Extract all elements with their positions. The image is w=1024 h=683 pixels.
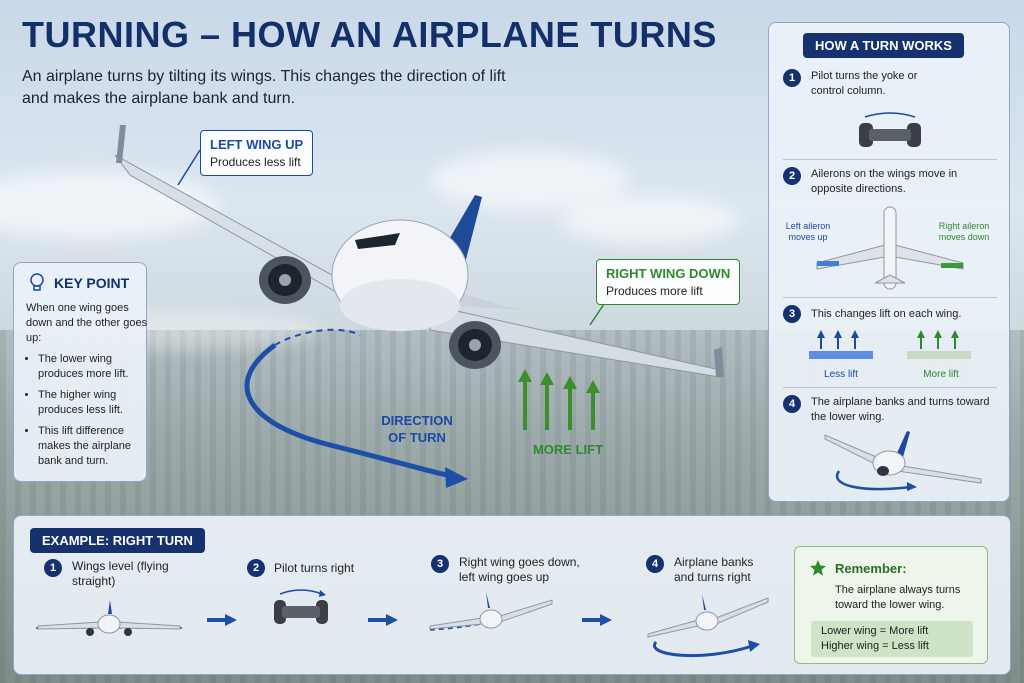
example-step-4-text: Airplane banks and turns right	[674, 555, 754, 584]
key-point-bullet: This lift difference makes the airplane …	[38, 424, 151, 469]
how-step-3-text: This changes lift on each wing.	[811, 308, 962, 320]
page-title: TURNING – HOW AN AIRPLANE TURNS	[22, 14, 717, 55]
key-point-bullet: The higher wing produces less lift.	[38, 388, 151, 418]
key-point-bullet: The lower wing produces more lift.	[38, 352, 151, 382]
step-number: 4	[783, 395, 801, 413]
left-wing-callout: LEFT WING UP Produces less lift	[200, 130, 314, 176]
right-wing-heading: RIGHT WING DOWN	[606, 266, 731, 281]
key-point-list: The lower wing produces more lift. The h…	[26, 352, 151, 469]
right-wing-callout: RIGHT WING DOWN Produces more lift	[596, 259, 741, 305]
how-turn-works-title: HOW A TURN WORKS	[803, 33, 964, 58]
aileron-airplane-icon	[816, 206, 964, 290]
step-number: 3	[431, 555, 449, 573]
right-wing-text: Produces more lift	[606, 284, 703, 298]
right-engine	[449, 321, 501, 369]
turning-airplane-icon	[647, 594, 769, 658]
page-subtitle: An airplane turns by tilting its wings. …	[22, 68, 506, 107]
yoke-right-icon	[274, 589, 328, 624]
yoke-icon	[859, 112, 921, 147]
star-icon	[810, 560, 826, 576]
step-number: 3	[783, 305, 801, 323]
right-aileron-label: Right aileron moves down	[938, 221, 990, 242]
remember-title: Remember:	[835, 561, 907, 576]
lightbulb-icon	[30, 273, 44, 291]
how-step-1-text: Pilot turns the yoke or control column.	[811, 70, 918, 97]
key-point-intro: When one wing goes down and the other go…	[26, 302, 148, 344]
remember-text: The airplane always turns toward the low…	[835, 584, 961, 611]
remember-summary: Lower wing = More lift Higher wing = Les…	[811, 621, 973, 657]
how-step-4-text: The airplane banks and turns toward the …	[811, 396, 990, 423]
example-step-3-text: Right wing goes down, left wing goes up	[459, 555, 580, 584]
less-lift-label: Less lift	[824, 369, 858, 380]
remember-box: Remember: The airplane always turns towa…	[794, 546, 988, 664]
key-point-title: KEY POINT	[54, 275, 130, 291]
remember-line-1: Lower wing = More lift	[821, 625, 929, 637]
step-number: 2	[247, 559, 265, 577]
turn-path-arrow	[244, 342, 461, 480]
left-wing-text: Produces less lift	[210, 155, 301, 169]
more-lift-arrows	[518, 369, 600, 430]
arrow-right-icon	[582, 614, 612, 626]
step-number: 1	[44, 559, 62, 577]
step-number: 1	[783, 69, 801, 87]
more-lift-small-label: More lift	[923, 369, 959, 380]
example-title: EXAMPLE: RIGHT TURN	[30, 528, 205, 553]
left-wing-heading: LEFT WING UP	[210, 137, 304, 152]
example-step-1-text: Wings level (flying straight)	[72, 559, 169, 588]
main-airplane-illustration	[114, 125, 724, 488]
step-number: 2	[783, 167, 801, 185]
arrow-right-icon	[368, 614, 398, 626]
banking-airplane-icon	[824, 431, 982, 491]
how-turn-works-panel: HOW A TURN WORKS 1 Pilot turns the yoke …	[768, 22, 1010, 502]
level-airplane-icon	[36, 600, 182, 636]
example-panel: EXAMPLE: RIGHT TURN 1 Wings level (flyin…	[13, 515, 1011, 675]
remember-line-2: Higher wing = Less lift	[821, 640, 929, 652]
how-step-2-text: Ailerons on the wings move in opposite d…	[811, 168, 958, 195]
lift-comparison-icon	[809, 330, 971, 359]
more-lift-label: MORE LIFT	[532, 442, 604, 457]
key-point-panel: KEY POINT When one wing goes down and th…	[13, 262, 147, 482]
left-engine	[259, 256, 311, 304]
step-number: 4	[646, 555, 664, 573]
left-wing	[114, 154, 369, 311]
arrow-right-icon	[207, 614, 237, 626]
left-aileron-label: Left aileron moves up	[785, 221, 831, 242]
direction-of-turn-label: DIRECTION OF TURN	[381, 413, 453, 445]
banked-airplane-icon	[429, 592, 553, 631]
example-step-2-text: Pilot turns right	[274, 561, 355, 575]
